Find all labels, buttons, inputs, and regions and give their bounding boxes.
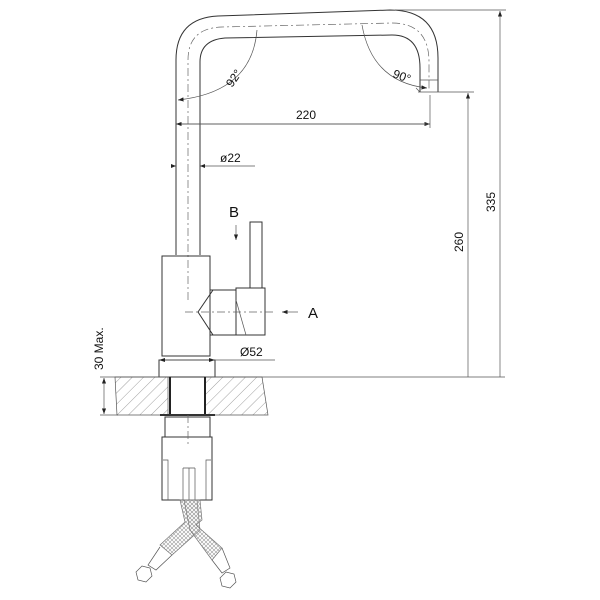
counter-thickness-label: 30 Max. <box>92 327 106 370</box>
spout <box>175 9 440 300</box>
base-diameter-label: Ø52 <box>240 345 263 359</box>
counter-thickness-dimension: 30 Max. <box>92 327 118 416</box>
angle-right-label: 90° <box>391 67 413 86</box>
countertop-section <box>100 376 505 416</box>
faucet-body <box>161 221 275 357</box>
view-markers: B A <box>229 204 318 322</box>
mounting-fitting <box>161 415 213 501</box>
spout-reach-dimension: 220 <box>176 95 431 128</box>
pipe-diameter-label: ø22 <box>220 151 241 165</box>
view-b-label: B <box>229 204 239 221</box>
handle-lever <box>249 221 263 289</box>
base-ring: Ø52 <box>158 345 275 378</box>
spout-height-label: 260 <box>452 232 466 252</box>
hose-right <box>183 499 223 561</box>
spout-height-dimension: 260 <box>440 91 474 377</box>
supply-hoses <box>135 499 237 589</box>
total-height-dimension: 335 <box>395 9 506 377</box>
spout-reach-label: 220 <box>296 108 316 122</box>
view-a-label: A <box>308 305 318 322</box>
pipe-diameter-dimension: ø22 <box>171 151 255 168</box>
angle-left-label: 92° <box>223 67 245 90</box>
total-height-label: 335 <box>484 192 498 212</box>
